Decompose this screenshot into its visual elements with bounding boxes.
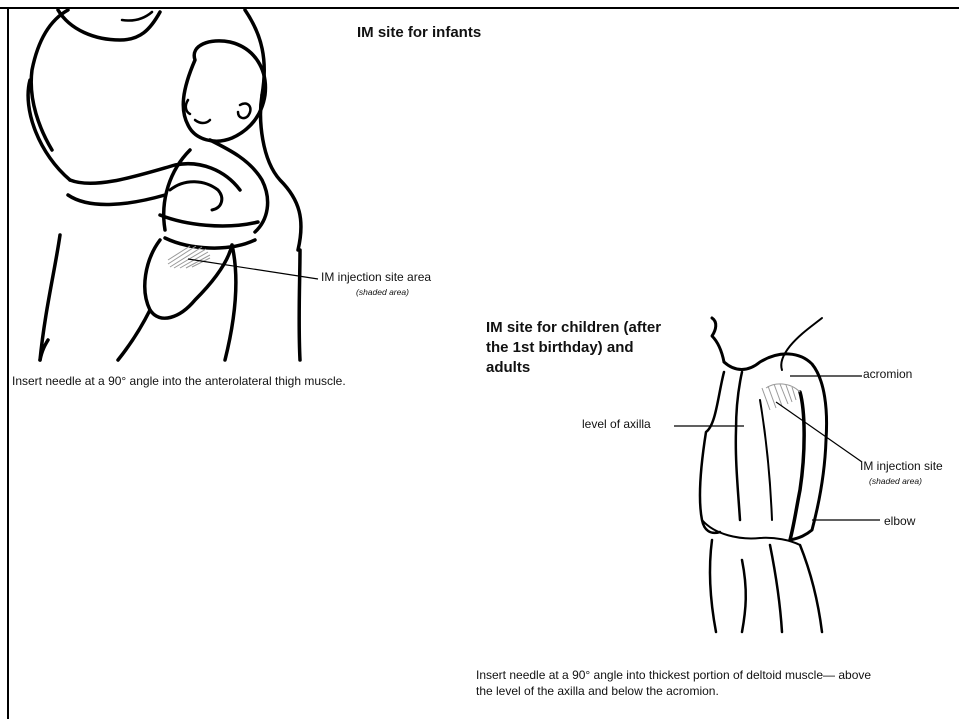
- infant-title: IM site for infants: [357, 24, 481, 41]
- axilla-label: level of axilla: [582, 417, 651, 431]
- adult-site-sublabel: (shaded area): [869, 476, 922, 486]
- adult-site-label: IM injection site: [860, 459, 943, 473]
- adult-title-line3: adults: [486, 359, 530, 376]
- adult-title-line1: IM site for children (after: [486, 319, 661, 336]
- adult-instruction-line1: Insert needle at a 90° angle into thicke…: [476, 667, 871, 683]
- adult-instruction-line2: the level of the axilla and below the ac…: [476, 683, 719, 699]
- infant-instruction: Insert needle at a 90° angle into the an…: [12, 373, 346, 389]
- adult-title-line2: the 1st birthday) and: [486, 339, 634, 356]
- infant-site-label: IM injection site area: [321, 270, 431, 284]
- elbow-label: elbow: [884, 514, 915, 528]
- acromion-label: acromion: [863, 367, 912, 381]
- infant-site-sublabel: (shaded area): [356, 287, 409, 297]
